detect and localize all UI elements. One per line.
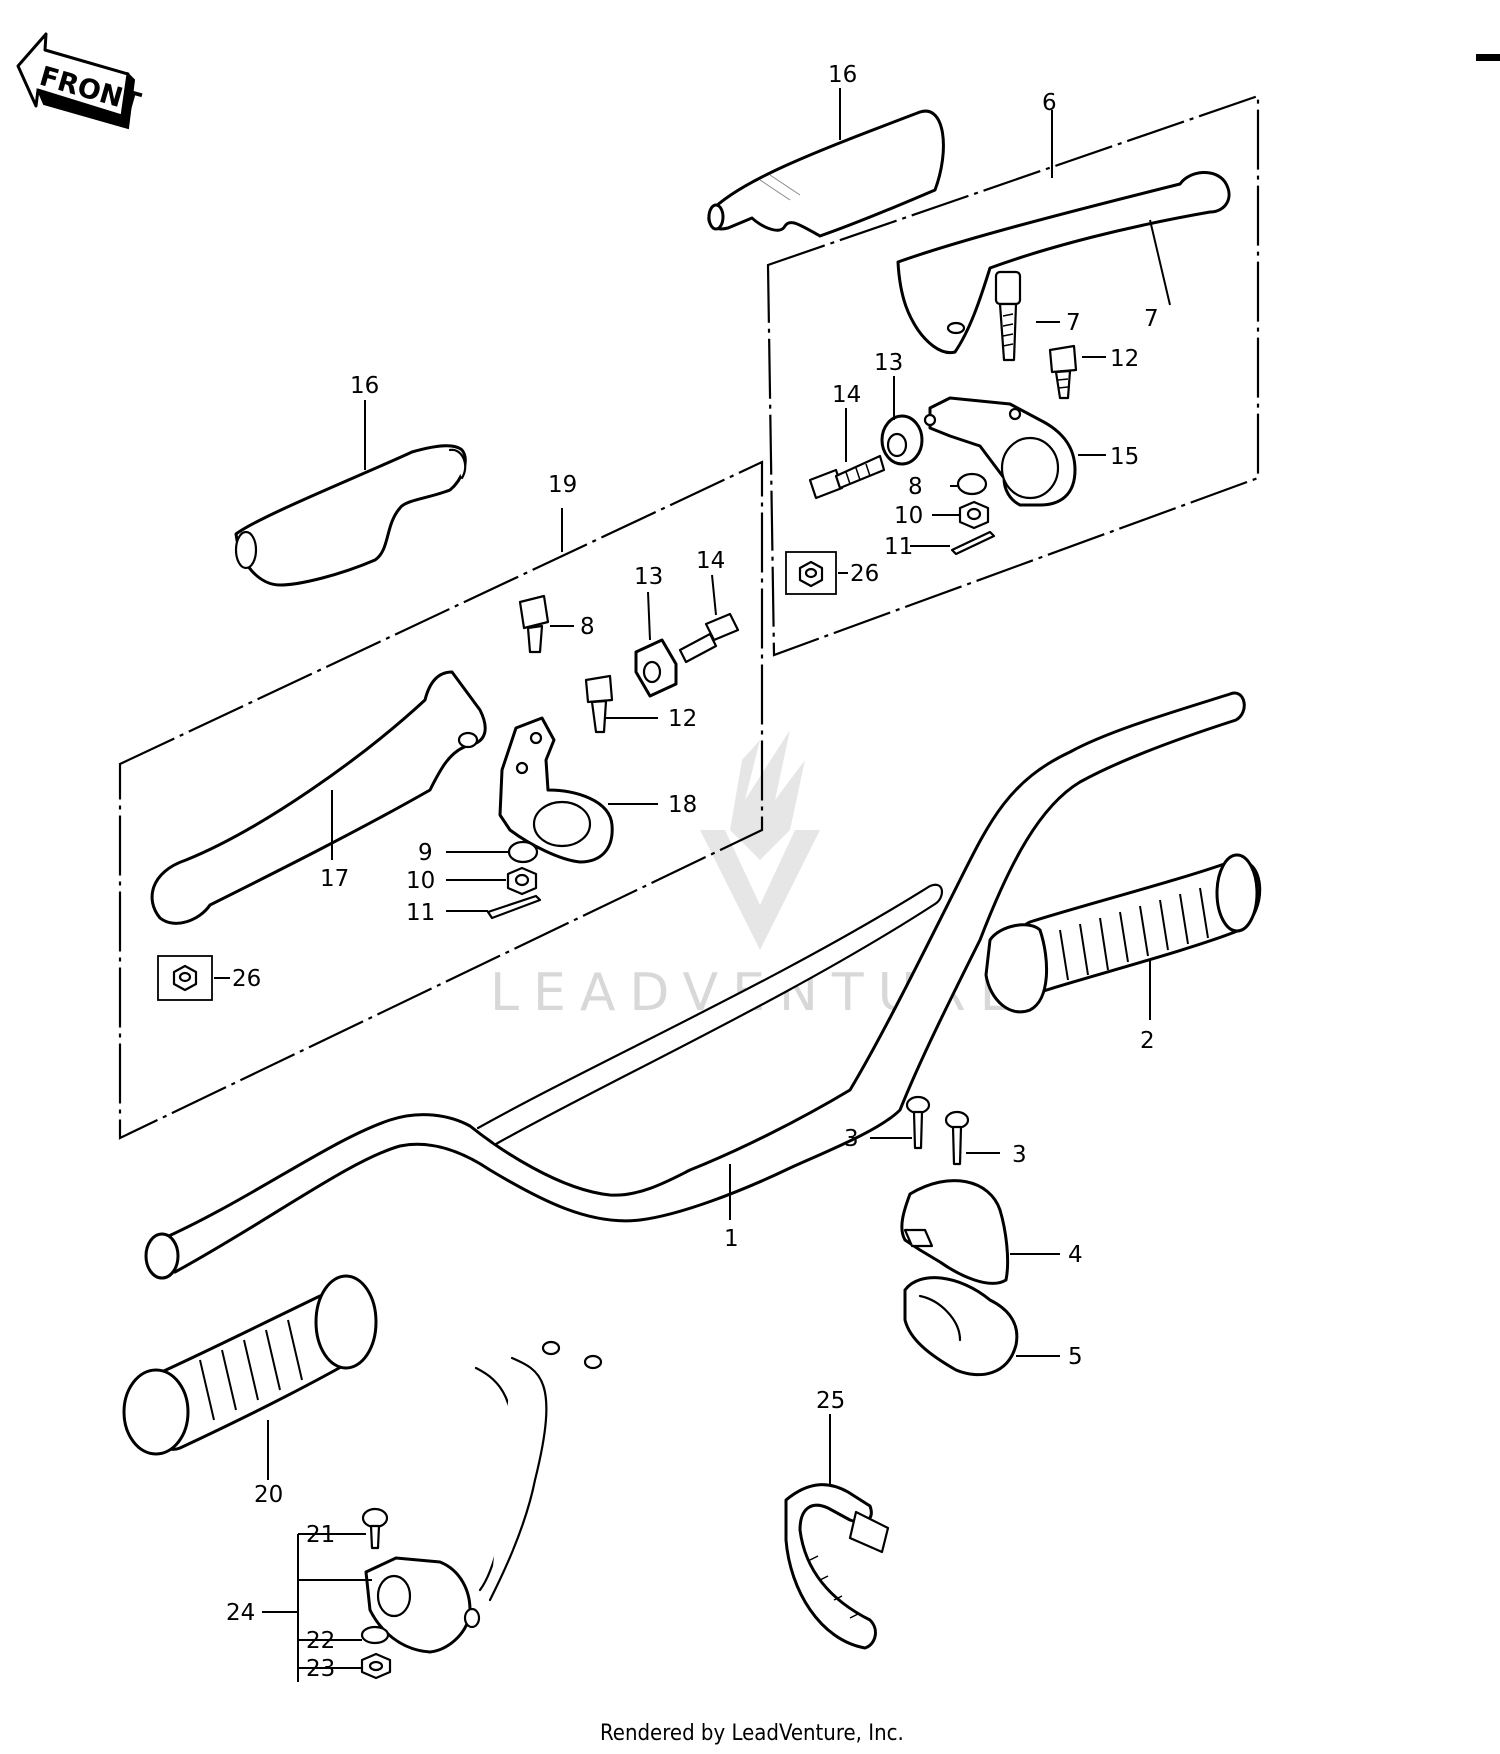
lever-holder-right	[923, 396, 1077, 507]
right-lever-assembly-frame	[766, 94, 1260, 657]
brake-lever-left	[150, 670, 487, 925]
label-p12a: 12	[1110, 346, 1139, 372]
nut-left	[506, 866, 538, 896]
throttle-grip	[984, 853, 1262, 1014]
handlebar	[144, 691, 1246, 1280]
throttle-housing-upper	[900, 1179, 1010, 1285]
cable-band	[784, 1483, 890, 1650]
label-p1: 1	[724, 1226, 739, 1252]
label-p17: 17	[320, 866, 349, 892]
label-p21: 21	[306, 1522, 335, 1548]
left-lever-assembly-frame	[118, 460, 764, 1140]
label-p13b: 13	[634, 564, 663, 590]
cotter-pin-right	[950, 530, 996, 556]
switch-screw	[361, 1507, 389, 1550]
edge-mark	[1476, 54, 1500, 61]
washer-right	[956, 472, 988, 496]
adjuster-nut-left	[634, 638, 678, 698]
label-p19: 19	[548, 472, 577, 498]
pivot-bolt-left	[518, 594, 550, 654]
throttle-housing-lower	[903, 1276, 1019, 1377]
label-p25: 25	[816, 1388, 845, 1414]
label-p5: 5	[1068, 1344, 1083, 1370]
label-p18: 18	[668, 792, 697, 818]
front-arrow: FRONT	[16, 32, 144, 130]
screw-3b	[944, 1110, 970, 1166]
switch-washer	[360, 1625, 390, 1645]
label-p20: 20	[254, 1482, 283, 1508]
label-p24: 24	[226, 1600, 255, 1626]
label-p22: 22	[306, 1628, 335, 1654]
label-p16a: 16	[828, 62, 857, 88]
label-p26b: 26	[232, 966, 261, 992]
label-p11b: 11	[406, 900, 435, 926]
screw-3a	[905, 1095, 931, 1150]
lever-cover-left	[234, 444, 467, 587]
lever-holder-left	[498, 716, 614, 864]
mounting-bolt-left	[584, 674, 614, 734]
kill-switch	[364, 1340, 603, 1654]
label-p11a: 11	[884, 534, 913, 560]
cotter-pin-left	[486, 894, 542, 920]
pivot-bolt-right	[994, 270, 1022, 362]
cable-adjuster-right	[808, 454, 886, 500]
label-p2: 2	[1140, 1028, 1155, 1054]
switch-nut	[360, 1652, 392, 1680]
mounting-bolt-right	[1048, 344, 1078, 400]
part-number-labels: 16 6 7 7 12 13 14 15 8 10 11 26 16 19 8 …	[226, 62, 1159, 1682]
left-grip	[122, 1274, 378, 1456]
lever-cover-right	[707, 109, 945, 238]
footer-credit: Rendered by LeadVenture, Inc.	[600, 1721, 904, 1746]
adjuster-nut-right	[880, 414, 924, 466]
label-p3a: 3	[844, 1126, 859, 1152]
clutch-lever-right	[896, 171, 1231, 355]
label-p26a: 26	[850, 561, 879, 587]
label-p14b: 14	[696, 548, 725, 574]
label-p15: 15	[1110, 444, 1139, 470]
label-p12b: 12	[668, 706, 697, 732]
nut-26-right	[785, 551, 837, 595]
label-p9b: 9	[418, 840, 433, 866]
washer-left	[507, 840, 539, 864]
label-p3b: 3	[1012, 1142, 1027, 1168]
label-p8b: 8	[580, 614, 595, 640]
label-p13a: 13	[874, 350, 903, 376]
label-p10b: 10	[406, 868, 435, 894]
nut-26-left	[157, 955, 213, 1001]
label-p23: 23	[306, 1656, 335, 1682]
label-p8a: 7	[1066, 310, 1081, 336]
label-p16b: 16	[350, 373, 379, 399]
label-p7: 7	[1144, 306, 1159, 332]
label-p14a: 14	[832, 382, 861, 408]
label-p4: 4	[1068, 1242, 1083, 1268]
label-p6: 6	[1042, 90, 1057, 116]
label-p10a: 10	[894, 503, 923, 529]
cable-adjuster-left	[678, 612, 740, 664]
nut-right	[958, 500, 990, 530]
leader-lines	[214, 88, 1171, 1682]
label-p9a: 8	[908, 474, 923, 500]
